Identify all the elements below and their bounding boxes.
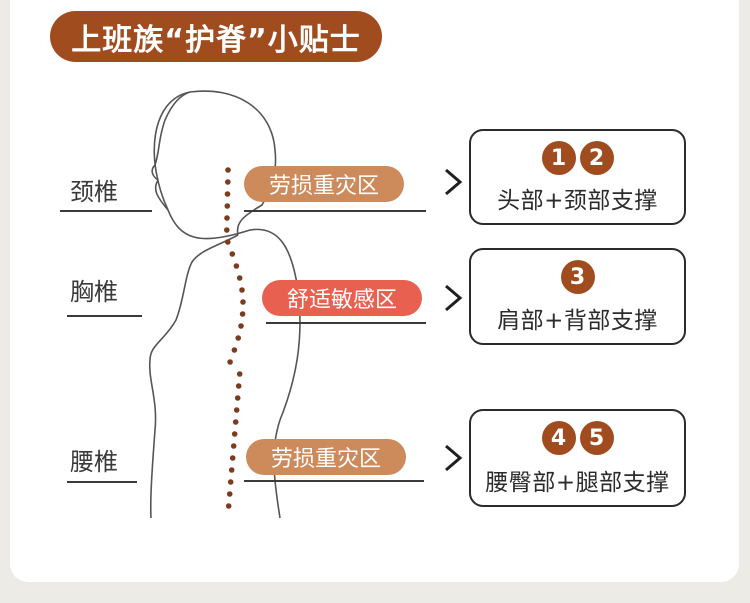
spine-dot: [231, 431, 238, 437]
tag-cervical: 劳损重灾区: [244, 166, 404, 202]
spine-dot: [224, 215, 230, 221]
spine-dot: [233, 263, 240, 269]
label-underline: [60, 210, 152, 212]
label-underline: [67, 481, 137, 483]
tag-underline: [244, 480, 424, 482]
spine-dot: [228, 467, 235, 473]
step-number-badge: 4: [541, 421, 576, 455]
tag-underline: [266, 322, 426, 324]
spine-dot: [225, 179, 231, 185]
support-text: 头部+颈部支撑: [497, 188, 658, 214]
label-lumbar: 腰椎: [70, 448, 118, 476]
support-box-1: 1 2 头部+颈部支撑: [469, 129, 686, 225]
spine-dot: [227, 359, 233, 365]
spine-dot: [229, 455, 236, 461]
tag-lumbar: 劳损重灾区: [246, 439, 406, 475]
spine-dot: [234, 395, 241, 401]
step-number-badge: 5: [579, 421, 614, 455]
spine-dot: [231, 347, 238, 353]
support-box-2: 3 肩部+背部支撑: [469, 248, 686, 345]
spine-dot: [225, 503, 232, 509]
support-text: 腰臀部+腿部支撑: [485, 470, 670, 496]
spine-dot: [238, 323, 244, 329]
spine-dot: [239, 287, 245, 293]
spine-dot: [229, 251, 236, 257]
step-number-badge: 3: [560, 260, 595, 294]
spine-dot: [227, 479, 234, 485]
spine-dot: [239, 311, 246, 317]
back-outline: [153, 91, 301, 519]
spine-dot: [236, 371, 243, 377]
label-cervical: 颈椎: [70, 178, 118, 206]
spine-dot: [225, 239, 231, 245]
spine-dot: [224, 203, 231, 209]
spine-dot: [236, 275, 243, 281]
label-thoracic: 胸椎: [70, 278, 118, 306]
support-box-3: 4 5 腰臀部+腿部支撑: [469, 409, 686, 507]
label-underline: [67, 315, 142, 317]
tag-underline: [244, 210, 426, 212]
step-number-badge: 1: [541, 141, 576, 175]
tag-thoracic: 舒适敏感区: [262, 280, 422, 316]
spine-dot: [226, 491, 233, 497]
chevron-right-icon: [445, 444, 463, 472]
spine-dot: [224, 227, 230, 233]
spine-dot: [232, 419, 239, 425]
spine-dot: [233, 407, 240, 413]
spine-dots: [224, 167, 246, 509]
spine-dot: [235, 383, 242, 389]
chevron-right-icon: [445, 284, 463, 312]
spine-dot: [235, 335, 241, 341]
spine-dot: [240, 299, 246, 305]
step-number-badge: 2: [579, 141, 614, 175]
spine-dot: [225, 167, 231, 173]
support-text: 肩部+背部支撑: [497, 308, 658, 334]
page-title: 上班族“护脊”小贴士: [50, 11, 382, 62]
spine-dot: [224, 191, 231, 197]
chevron-right-icon: [445, 168, 463, 196]
spine-dot: [230, 443, 237, 449]
